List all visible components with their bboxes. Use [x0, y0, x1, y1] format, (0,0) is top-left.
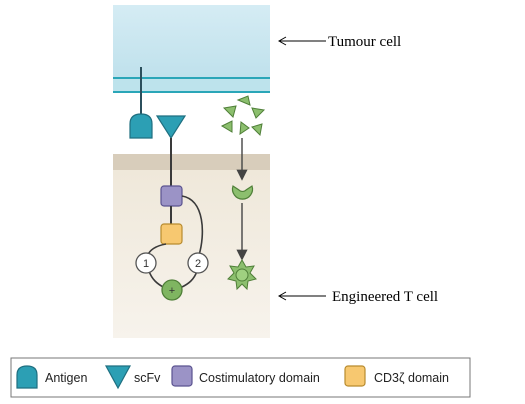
cytokine-receptor-icon	[231, 185, 254, 200]
signal-path-2-upper	[181, 195, 204, 256]
tumour-membrane-top	[113, 77, 270, 79]
signal-1-marker: 1	[135, 252, 157, 274]
activation-plus-marker: +	[161, 279, 183, 301]
tumour-cell-region	[113, 5, 270, 93]
scfv-receptor	[155, 115, 187, 186]
activation-plus-label: +	[169, 285, 175, 297]
legend-cd3z-label: CD3ζ domain	[374, 371, 449, 385]
scfv-icon	[104, 365, 132, 390]
antigen-on-tumour	[129, 67, 153, 139]
t-cell-membrane	[113, 154, 270, 170]
scfv-icon	[155, 115, 187, 140]
antigen-icon	[16, 365, 38, 389]
costimulatory-domain	[160, 185, 183, 207]
signal-2-label: 2	[195, 258, 201, 270]
legend-scfv-label: scFv	[134, 371, 161, 385]
costimulatory-domain-icon	[171, 365, 193, 387]
t-cell-region	[113, 154, 270, 338]
signal-1-label: 1	[143, 258, 149, 270]
legend-antigen-label: Antigen	[45, 371, 87, 385]
activated-cytokine-icon	[227, 258, 257, 291]
tumour-cell-label: Tumour cell	[328, 34, 401, 50]
tumour-cell-callout: Tumour cell	[277, 34, 401, 50]
tumour-membrane-bottom	[113, 91, 270, 93]
legend-costimulatory-label: Costimulatory domain	[199, 371, 320, 385]
signal-2-marker: 2	[187, 252, 209, 274]
cd3z-domain-icon	[344, 365, 366, 387]
cytokine-fragments	[220, 95, 266, 137]
engineered-t-cell-label: Engineered T cell	[332, 289, 438, 305]
cd3z-domain	[160, 223, 183, 245]
signal-path-1-lower	[148, 270, 164, 288]
legend: Antigen scFv Costimulatory domain CD3ζ d…	[10, 357, 471, 398]
t-cell-callout: Engineered T cell	[277, 289, 438, 305]
antigen-icon	[129, 113, 153, 139]
